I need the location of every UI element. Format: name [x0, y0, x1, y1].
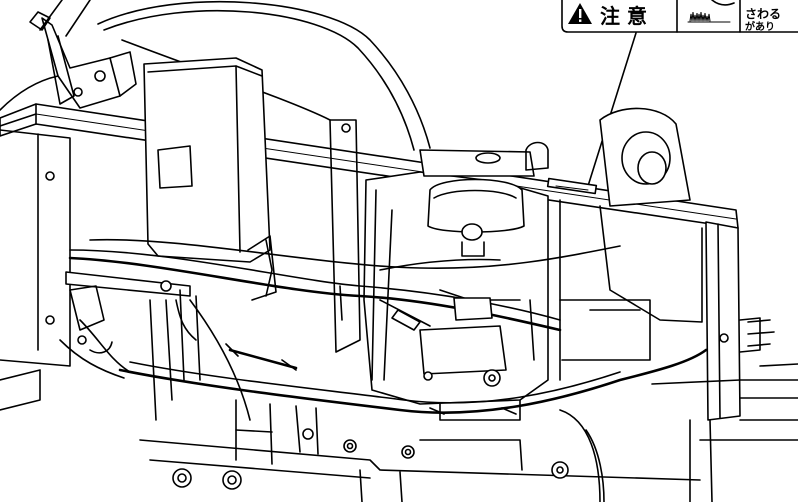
upper-left-bracket — [29, 0, 137, 109]
fan-shroud — [559, 107, 703, 381]
warning-signal-word: 注 意 — [600, 4, 647, 28]
bottom-chassis — [139, 399, 798, 502]
control-cables — [0, 0, 431, 151]
left-side-plate — [0, 129, 71, 411]
warning-text-line-2: があり — [745, 20, 775, 33]
fuel-tank — [143, 57, 277, 301]
lower-left-assembly — [69, 285, 173, 421]
leader-line — [587, 32, 637, 187]
warning-triangle-icon — [568, 3, 592, 24]
hot-surface-pictogram-icon — [687, 0, 735, 23]
lower-cross-member — [65, 271, 201, 381]
right-frame-post — [651, 221, 798, 421]
wiring-harness — [59, 238, 708, 421]
engine-block — [363, 141, 549, 421]
warning-text-line-1: さわる — [745, 7, 781, 21]
center-bracket — [265, 119, 361, 353]
bottom-bolts — [172, 428, 569, 490]
warning-decal: 注 意 さわる があり — [561, 0, 798, 33]
